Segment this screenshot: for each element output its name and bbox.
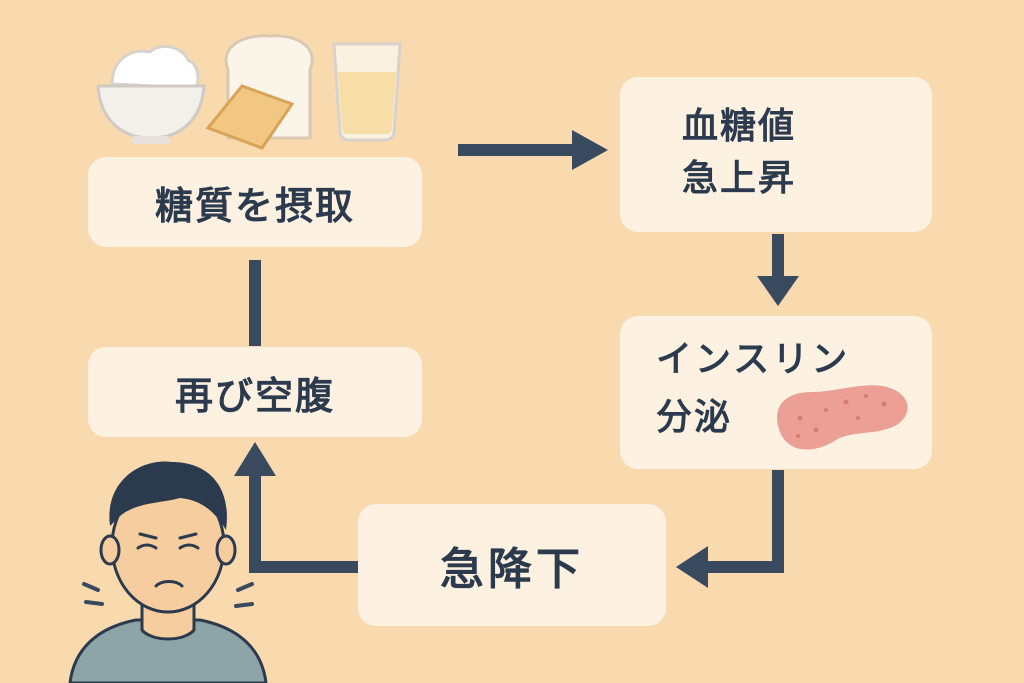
step-insulin-secretion-line-2: 分泌 <box>656 397 733 438</box>
arrow-intake-to-spike <box>458 130 608 170</box>
step-sugar-intake-label: 糖質を摂取 <box>154 183 355 228</box>
arrow-insulin-to-drop <box>676 470 784 588</box>
connector-arrows <box>234 130 799 588</box>
step-sharp-drop: 急降下 <box>358 504 666 626</box>
juice-glass-icon <box>332 42 402 142</box>
tired-person-icon <box>68 461 268 683</box>
step-blood-sugar-spike-line-2: 急上昇 <box>682 158 797 199</box>
bread-icon <box>205 34 314 150</box>
step-insulin-secretion: インスリン 分泌 <box>620 316 932 469</box>
arrow-spike-to-insulin <box>757 234 799 306</box>
step-sharp-drop-label: 急降下 <box>440 544 584 595</box>
step-sugar-intake: 糖質を摂取 <box>88 157 422 247</box>
step-hungry-again: 再び空腹 <box>88 347 422 437</box>
step-insulin-secretion-line-1: インスリン <box>656 339 851 380</box>
step-hungry-again-label: 再び空腹 <box>174 373 335 418</box>
step-blood-sugar-spike: 血糖値 急上昇 <box>620 77 932 232</box>
step-blood-sugar-spike-line-1: 血糖値 <box>682 106 797 147</box>
arrow-drop-to-hungry <box>234 442 358 573</box>
rice-bowl-icon <box>96 44 206 144</box>
